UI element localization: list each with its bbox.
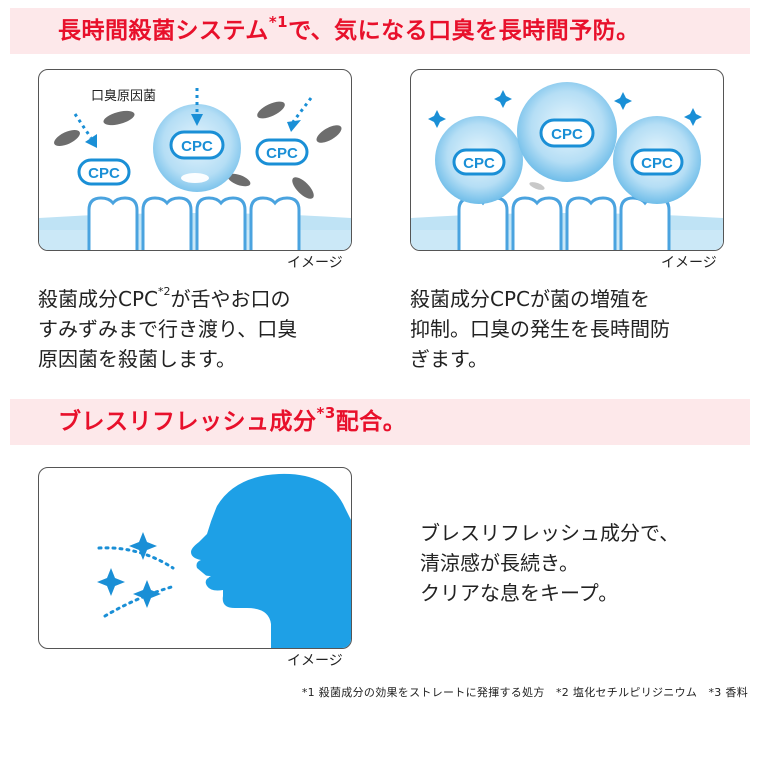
sparkle-icon: [428, 90, 702, 128]
image-caption: イメージ: [661, 255, 717, 271]
desc-bottom-line3: クリアな息をキープ。: [420, 581, 619, 605]
cpc-label: CPC: [641, 155, 673, 172]
section1-title-rest: で、気になる口臭を長時間予防。: [288, 18, 640, 44]
cpc-inhibit-svg: CPC CPC CPC: [411, 82, 723, 250]
desc-left-line1: 殺菌成分CPC*2が舌やお口の: [38, 284, 297, 314]
cpc-sterilize-svg: CPC CPC CPC 口臭原因菌: [39, 88, 351, 250]
section1-title-sup: *1: [268, 13, 289, 32]
head-silhouette-icon: [191, 473, 351, 648]
teeth-icon: [87, 196, 301, 250]
desc-left-line3: 原因菌を殺菌します。: [38, 347, 236, 371]
desc-right-line1: 殺菌成分CPCが菌の増殖を: [410, 287, 650, 311]
cpc-inhibit-illustration: CPC CPC CPC: [410, 69, 724, 251]
cpc-label: CPC: [551, 126, 583, 143]
cpc-label: CPC: [266, 145, 298, 162]
sparkle-icon: [97, 532, 161, 608]
breath-refresh-illustration: [38, 467, 352, 649]
desc-bottom: ブレスリフレッシュ成分で、 清涼感が長続き。 クリアな息をキープ。: [420, 518, 679, 608]
breath-icon: [97, 546, 177, 618]
arrow-icon: [73, 88, 313, 139]
image-caption: イメージ: [287, 255, 343, 271]
cpc-label: CPC: [463, 155, 495, 172]
desc-text: 殺菌成分CPC: [38, 287, 158, 311]
desc-left-line2: すみずみまで行き渡り、口臭: [38, 317, 298, 341]
section2-title-main: ブレスリフレッシュ成分: [58, 409, 317, 435]
desc-sup: *2: [158, 285, 171, 299]
desc-bottom-line2: 清涼感が長続き。: [420, 551, 579, 575]
section1-banner: 長時間殺菌システム*1で、気になる口臭を長時間予防。: [10, 8, 750, 54]
desc-bottom-line1: ブレスリフレッシュ成分で、: [420, 521, 680, 545]
section2-title-sup: *3: [316, 404, 336, 423]
section1-title-main: 長時間殺菌システム: [58, 18, 269, 44]
section1-title: 長時間殺菌システム*1で、気になる口臭を長時間予防。: [58, 8, 640, 54]
desc-right: 殺菌成分CPCが菌の増殖を 抑制。口臭の発生を長時間防 ぎます。: [410, 284, 670, 374]
breath-refresh-svg: [97, 473, 351, 648]
bacteria-label: 口臭原因菌: [91, 89, 156, 104]
desc-right-line3: ぎます。: [410, 347, 488, 371]
cpc-sterilize-illustration: CPC CPC CPC 口臭原因菌: [38, 69, 352, 251]
desc-text: が舌やお口の: [170, 287, 291, 311]
image-caption: イメージ: [287, 653, 343, 669]
bacteria-icon: [54, 101, 342, 199]
section2-title: ブレスリフレッシュ成分*3配合。: [58, 399, 406, 445]
cpc-pill-icon: [77, 130, 309, 186]
cpc-pill-icon: [452, 118, 684, 176]
desc-left: 殺菌成分CPC*2が舌やお口の すみずみまで行き渡り、口臭 原因菌を殺菌します。: [38, 284, 297, 374]
section2-title-rest: 配合。: [335, 409, 407, 435]
desc-right-line2: 抑制。口臭の発生を長時間防: [410, 317, 670, 341]
footnote: *1 殺菌成分の効果をストレートに発揮する処方 *2 塩化セチルピリジニウム *…: [301, 686, 748, 699]
cpc-label: CPC: [88, 165, 120, 182]
cpc-label: CPC: [181, 138, 213, 155]
section2-banner: ブレスリフレッシュ成分*3配合。: [10, 399, 750, 445]
